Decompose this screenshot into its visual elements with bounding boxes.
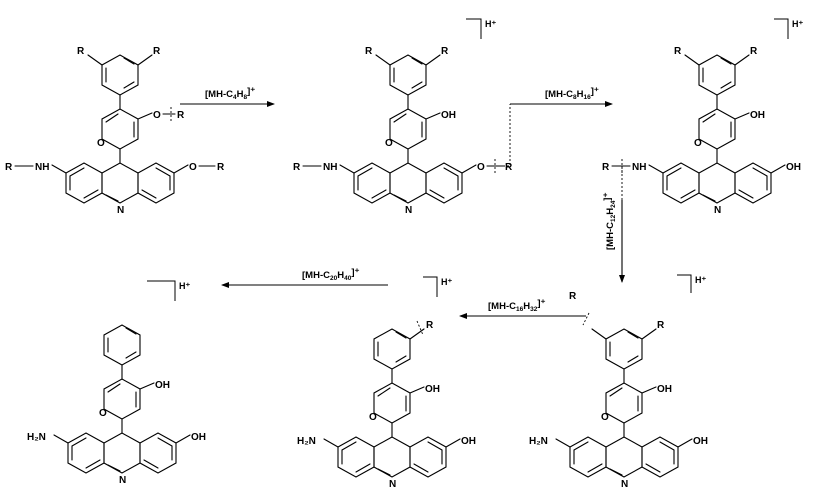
arrow-label: [MH-C4H8]⁺ <box>205 86 255 101</box>
pyran-oxygen-label: O <box>99 408 107 419</box>
acridine-nitrogen-label: N <box>389 479 396 490</box>
hydroxyl-label: OH <box>461 436 476 447</box>
substituent-r: R <box>153 46 161 57</box>
substituent-r: R <box>441 46 449 57</box>
arrow-2: [MH-C8H16]⁺ <box>495 86 613 167</box>
substituent-r: R <box>293 162 301 173</box>
substituent-r: R <box>365 46 373 57</box>
hydroxyl-label: OH <box>750 110 765 121</box>
protonation-label: H⁺ <box>792 19 803 29</box>
protonation-label: H⁺ <box>179 281 190 291</box>
pyran-oxygen-label: O <box>97 138 105 149</box>
substituent-r: R <box>77 46 85 57</box>
ether-oxygen-label: O <box>189 162 197 173</box>
protonation-label: H⁺ <box>695 275 706 285</box>
hydroxyl-label: OH <box>425 384 440 395</box>
ether-oxygen-label: O <box>477 162 485 173</box>
ether-oxygen-label: O <box>153 110 161 121</box>
arrow-3: [MH-C12H24]⁺ <box>602 166 625 283</box>
hydroxyl-label: OH <box>786 162 801 173</box>
hydroxyl-label: OH <box>191 432 206 443</box>
pyran-oxygen-label: O <box>385 138 393 149</box>
arrow-label: [MH-C8H16]⁺ <box>545 86 599 101</box>
substituent-r: R <box>602 162 610 173</box>
arrow-1: [MH-C4H8]⁺ <box>180 86 275 107</box>
substituent-r: R <box>569 291 577 302</box>
amine-label: NH <box>323 162 337 173</box>
amine-label: H₂N <box>529 436 548 447</box>
hydroxyl-label: OH <box>441 110 456 121</box>
molecule-2: R R OH O N NH R O R H⁺ <box>293 18 513 216</box>
substituent-r: R <box>674 46 682 57</box>
pyran-oxygen-label: O <box>601 412 609 423</box>
protonation-label: H⁺ <box>441 277 452 287</box>
arrow-label: [MH-C20H40]⁺ <box>302 267 360 282</box>
acridine-nitrogen-label: N <box>405 205 412 216</box>
substituent-r: R <box>426 320 434 331</box>
substituent-r: R <box>750 46 758 57</box>
substituent-r: R <box>5 162 13 173</box>
arrow-4: [MH-C16H32]⁺ <box>459 298 586 319</box>
molecule-4: R R OH O N H₂N OH H⁺ <box>529 274 708 490</box>
acridine-nitrogen-label: N <box>117 205 124 216</box>
molecule-3: R R OH O N NH R OH H⁺ <box>602 18 803 216</box>
substituent-r: R <box>217 162 225 173</box>
hydroxyl-label: OH <box>155 380 170 391</box>
substituent-r: R <box>657 320 665 331</box>
substituent-r: R <box>505 162 513 173</box>
substituent-r: R <box>177 110 185 121</box>
amine-label: NH <box>35 162 49 173</box>
molecule-6: OH O N H₂N OH H⁺ <box>27 280 206 486</box>
amine-label: NH <box>632 162 646 173</box>
hydroxyl-label: OH <box>693 436 708 447</box>
hydroxyl-label: OH <box>657 384 672 395</box>
pyran-oxygen-label: O <box>694 138 702 149</box>
amine-label: H₂N <box>27 432 46 443</box>
pyran-oxygen-label: O <box>369 412 377 423</box>
acridine-nitrogen-label: N <box>714 205 721 216</box>
arrow-label: [MH-C16H32]⁺ <box>488 298 546 313</box>
acridine-nitrogen-label: N <box>621 479 628 490</box>
protonation-label: H⁺ <box>485 19 496 29</box>
molecule-5: R OH O N H₂N OH H⁺ <box>297 276 476 490</box>
amine-label: H₂N <box>297 436 316 447</box>
arrow-5: [MH-C20H40]⁺ <box>221 267 388 288</box>
arrow-label: [MH-C12H24]⁺ <box>602 193 617 251</box>
acridine-nitrogen-label: N <box>119 475 126 486</box>
molecule-1: R R O R O N NH R O R <box>5 46 225 216</box>
